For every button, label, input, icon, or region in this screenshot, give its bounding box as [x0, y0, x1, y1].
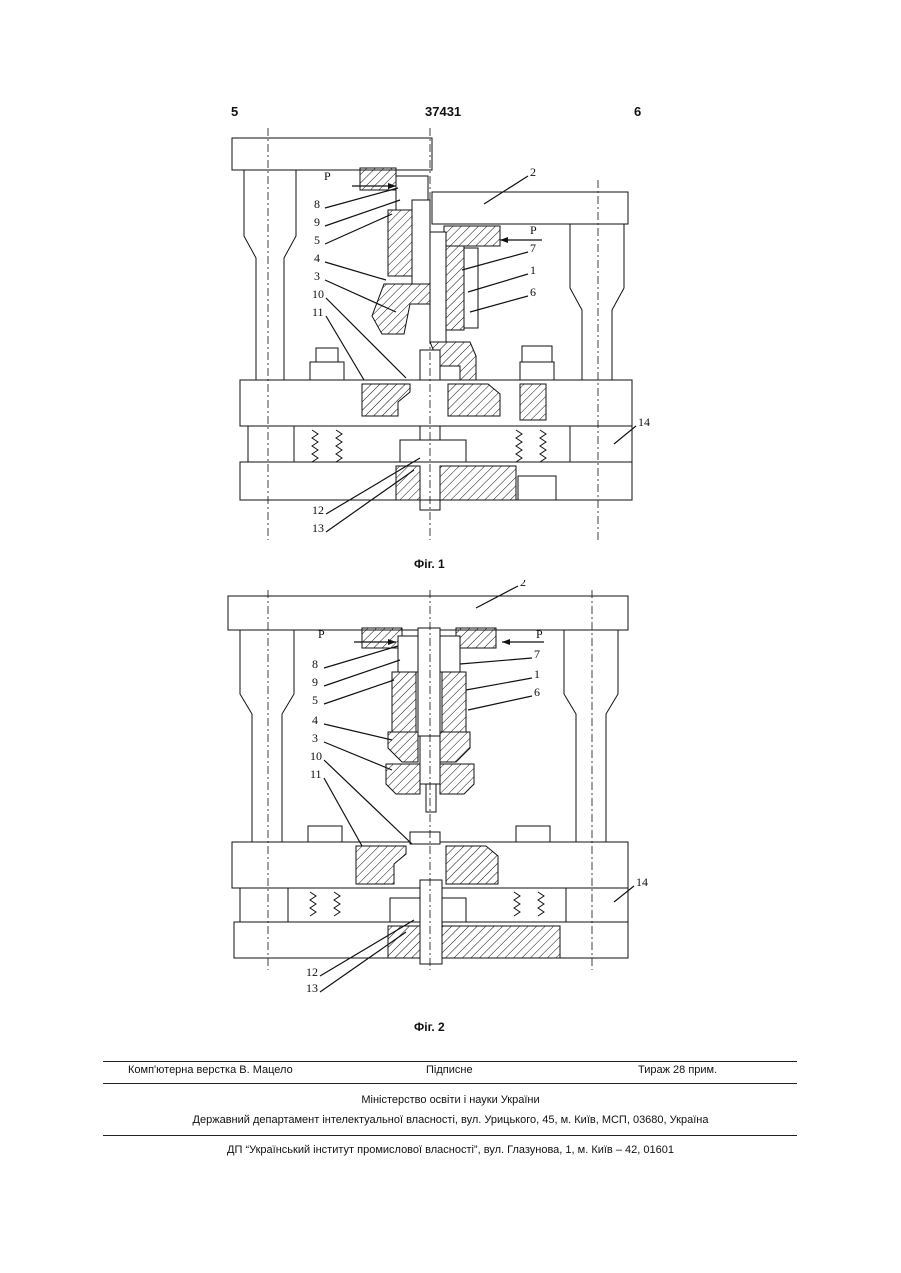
fig2-label-8: 8	[312, 657, 318, 671]
fig1-label-1: 1	[530, 263, 536, 277]
footer-rule-top	[103, 1061, 797, 1062]
figure-1-caption: Фіг. 1	[414, 557, 445, 571]
fig1-label-p-left: P	[324, 169, 331, 183]
fig2-label-p-right: P	[536, 627, 543, 641]
fig1-label-10: 10	[312, 287, 324, 301]
fig1-label-5: 5	[314, 233, 320, 247]
fig2-label-p-left: P	[318, 627, 325, 641]
footer-signed: Підписне	[426, 1064, 473, 1076]
footer-rule-bottom	[103, 1135, 797, 1136]
figure-1-drawing: P P 2 8 9 5 4 3 10 11 7 1 6 14 12 13	[0, 0, 901, 560]
footer-department: Державний департамент інтелектуальної вл…	[0, 1114, 901, 1126]
fig2-label-2: 2	[520, 580, 526, 589]
fig2-label-10: 10	[310, 749, 322, 763]
fig1-label-4: 4	[314, 251, 320, 265]
figure-2-drawing: P P 2 8 9 5 4 3 10 11 7 1 6 14 12 13	[0, 580, 901, 1020]
footer-institute: ДП “Український інститут промислової вла…	[0, 1144, 901, 1156]
fig1-label-12: 12	[312, 503, 324, 517]
fig2-label-7: 7	[534, 647, 540, 661]
fig2-label-9: 9	[312, 675, 318, 689]
fig2-label-4: 4	[312, 713, 318, 727]
footer-rule-middle	[103, 1083, 797, 1084]
footer-typesetting: Комп'ютерна верстка В. Мацело	[128, 1064, 293, 1076]
fig1-label-7: 7	[530, 241, 536, 255]
fig2-label-3: 3	[312, 731, 318, 745]
fig1-label-8: 8	[314, 197, 320, 211]
fig1-label-14: 14	[638, 415, 650, 429]
fig1-label-6: 6	[530, 285, 536, 299]
fig2-label-11: 11	[310, 767, 322, 781]
fig2-label-13: 13	[306, 981, 318, 995]
fig2-label-6: 6	[534, 685, 540, 699]
fig1-label-13: 13	[312, 521, 324, 535]
fig2-label-14: 14	[636, 875, 648, 889]
fig1-label-p-right: P	[530, 223, 537, 237]
fig1-label-2: 2	[530, 165, 536, 179]
fig2-label-1: 1	[534, 667, 540, 681]
fig1-label-9: 9	[314, 215, 320, 229]
fig2-label-12: 12	[306, 965, 318, 979]
fig2-label-5: 5	[312, 693, 318, 707]
footer-circulation: Тираж 28 прим.	[638, 1064, 717, 1076]
footer-ministry: Міністерство освіти і науки України	[0, 1094, 901, 1106]
fig1-label-11: 11	[312, 305, 324, 319]
figure-2-caption: Фіг. 2	[414, 1020, 445, 1034]
fig1-label-3: 3	[314, 269, 320, 283]
